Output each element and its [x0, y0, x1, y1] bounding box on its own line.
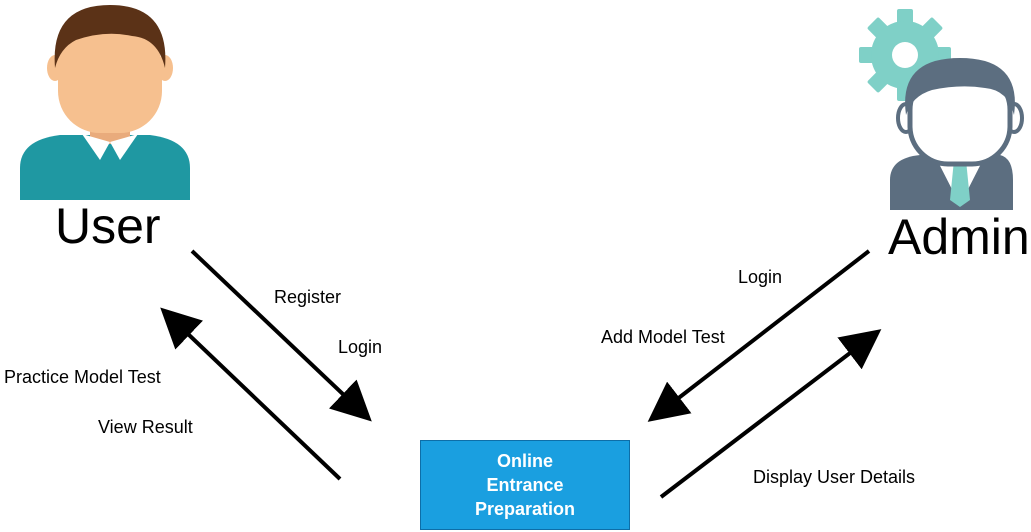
user-label: User	[55, 198, 161, 254]
flow-label-display-user-details: Display User Details	[753, 467, 916, 487]
arrow-admin-to-system	[647, 249, 871, 422]
user-avatar-icon	[20, 5, 190, 200]
flow-label-practice-model-test: Practice Model Test	[4, 367, 161, 387]
admin-label: Admin	[888, 209, 1030, 265]
arrow-system-to-user	[160, 307, 342, 481]
system-box: Online Entrance Preparation	[420, 440, 630, 530]
system-title-line-3: Preparation	[474, 499, 576, 519]
flow-label-add-model-test: Add Model Test	[601, 327, 725, 347]
flow-label-user-login: Login	[338, 337, 383, 357]
system-title-line-1: Online	[496, 451, 553, 471]
arrow-system-to-admin	[659, 329, 882, 499]
flow-label-register: Register	[274, 287, 342, 307]
gear-icon	[859, 9, 951, 101]
arrow-user-to-system	[190, 249, 372, 422]
admin-avatar-icon	[859, 9, 1024, 210]
flow-label-admin-login: Login	[738, 267, 783, 287]
flow-label-view-result: View Result	[98, 417, 193, 437]
system-title-line-2: Entrance	[486, 475, 564, 495]
